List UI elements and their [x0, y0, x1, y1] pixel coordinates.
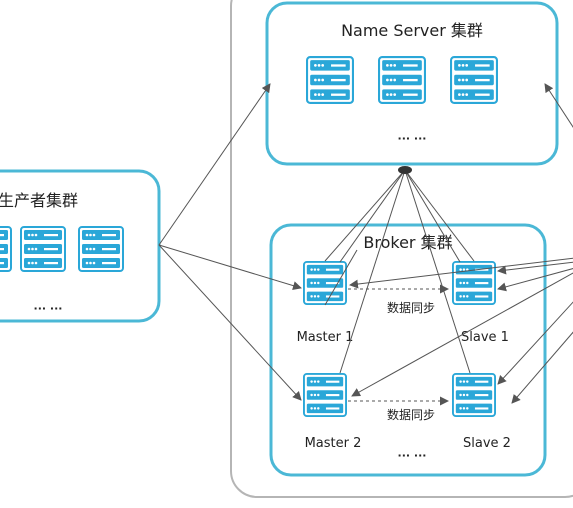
server-rack-icon: [452, 373, 496, 417]
server-rack-icon: [78, 226, 124, 272]
server-rack-icon: [378, 56, 426, 104]
producer-title: 生产者集群: [0, 191, 78, 210]
broker-ellipsis: ··· ···: [398, 449, 427, 462]
sync-label-2: 数据同步: [387, 407, 435, 422]
producer-cluster: 生产者集群 ··· ···: [0, 169, 161, 323]
sync-label-1: 数据同步: [387, 300, 435, 315]
server-rack-icon: [20, 226, 66, 272]
master1-label: Master 1: [297, 330, 354, 345]
server-rack-icon: [303, 261, 347, 305]
producer-ellipsis: ··· ···: [34, 302, 63, 315]
name-server-ellipsis: ··· ···: [398, 132, 427, 145]
slave1-label: Slave 1: [461, 330, 509, 345]
connection-hub: [398, 166, 412, 174]
outer-cluster-frame: [230, 0, 573, 498]
broker-cluster: Broker 集群 Master 1 Slave 1 Master 2 Slav…: [269, 223, 547, 477]
broker-title: Broker 集群: [363, 233, 452, 252]
server-rack-icon: [0, 226, 12, 272]
broker-registration-lines: [324, 169, 475, 374]
producer-arrows: [158, 83, 302, 401]
consumer-arrows: [349, 83, 573, 404]
master2-label: Master 2: [305, 436, 362, 451]
server-rack-icon: [306, 56, 354, 104]
slave2-label: Slave 2: [463, 436, 511, 451]
name-server-cluster: Name Server 集群 ··· ···: [265, 1, 559, 166]
server-rack-icon: [303, 373, 347, 417]
name-server-title: Name Server 集群: [341, 21, 483, 40]
server-rack-icon: [450, 56, 498, 104]
